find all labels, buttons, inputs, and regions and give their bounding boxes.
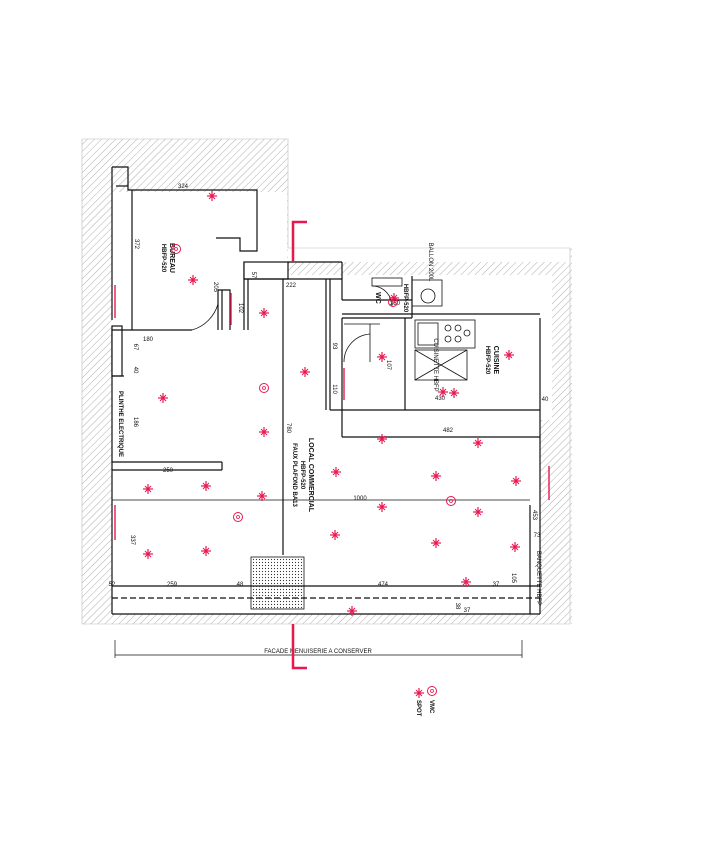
- dimensions: 324 372 102 57 222 205 67 180 40 186 93 …: [109, 184, 549, 614]
- svg-text:52: 52: [109, 582, 116, 588]
- spot-icon: [329, 529, 341, 541]
- svg-text:57: 57: [250, 272, 256, 279]
- svg-text:1000: 1000: [353, 496, 367, 502]
- spot-icon: [510, 475, 522, 487]
- spot-icon: [376, 501, 388, 513]
- svg-text:430: 430: [435, 396, 446, 402]
- party-walls: [81, 138, 572, 625]
- spot-icon: [142, 483, 154, 495]
- spot-icon: [509, 541, 521, 553]
- svg-text:259: 259: [167, 582, 178, 588]
- svg-text:230: 230: [390, 301, 401, 307]
- svg-text:73: 73: [534, 533, 541, 539]
- spot-icon: [258, 426, 270, 438]
- room-bureau-finish: HBFP-520: [160, 244, 166, 273]
- vmc-legend-icon: [427, 686, 437, 696]
- svg-text:102: 102: [237, 303, 243, 314]
- svg-text:107: 107: [385, 360, 391, 371]
- plinthe-label: PLINTHE ELECTRIQUE: [117, 391, 123, 457]
- spot-icon: [206, 190, 218, 202]
- svg-text:205: 205: [212, 282, 218, 293]
- room-wc-finish: HBFP-520: [402, 284, 408, 313]
- legend: VMC SPOT: [413, 686, 437, 717]
- facade-label: FACADE MENUISERIE A CONSERVER: [264, 649, 372, 655]
- spot-icon: [430, 470, 442, 482]
- spot-icon: [503, 349, 515, 361]
- ballon-label: BALLON 200L: [427, 243, 433, 282]
- svg-text:186: 186: [132, 417, 138, 428]
- spot-icon: [142, 548, 154, 560]
- spot-lights: [142, 190, 522, 617]
- spot-icon: [330, 466, 342, 478]
- room-local: LOCAL COMMERCIAL: [307, 438, 314, 513]
- spot-icon: [200, 480, 212, 492]
- svg-text:40: 40: [132, 367, 138, 374]
- spot-icon: [200, 545, 212, 557]
- svg-text:337: 337: [129, 535, 135, 546]
- section-cut: [291, 220, 307, 670]
- svg-text:453: 453: [531, 510, 537, 521]
- legend-vmc: VMC: [428, 700, 434, 714]
- room-bureau: BUREAU: [168, 243, 175, 273]
- spot-icon: [187, 274, 199, 286]
- svg-text:372: 372: [133, 239, 139, 250]
- svg-text:37: 37: [493, 582, 500, 588]
- room-cuisine-finish: HBFP-520: [484, 346, 490, 375]
- radiators: [114, 285, 550, 540]
- spot-icon: [448, 387, 460, 399]
- svg-text:67: 67: [132, 344, 138, 351]
- svg-text:110: 110: [331, 384, 337, 394]
- spot-icon: [299, 366, 311, 378]
- svg-text:180: 180: [143, 337, 154, 343]
- spot-icon: [472, 437, 484, 449]
- svg-text:38: 38: [454, 603, 460, 610]
- doors: [191, 277, 403, 363]
- svg-text:93: 93: [331, 343, 337, 350]
- svg-text:474: 474: [378, 582, 389, 588]
- spot-icon: [258, 307, 270, 319]
- svg-text:40: 40: [542, 397, 549, 403]
- legend-spot: SPOT: [415, 700, 421, 717]
- room-wc: WC: [374, 292, 381, 304]
- svg-text:48: 48: [237, 582, 244, 588]
- banquette-label: BANQUETTE HBFP: [535, 551, 541, 605]
- spot-icon: [472, 506, 484, 518]
- svg-text:222: 222: [286, 283, 297, 289]
- room-cuisine: CUISINE: [492, 346, 499, 375]
- svg-text:324: 324: [178, 184, 189, 190]
- kitchen-sink: [411, 279, 476, 381]
- walls: [111, 166, 541, 615]
- vmc-icon: [233, 512, 243, 522]
- spot-legend-icon: [413, 687, 425, 699]
- svg-text:250: 250: [163, 468, 174, 474]
- room-local-finish: HBFP-520: [299, 461, 305, 490]
- spot-icon: [157, 392, 169, 404]
- spot-icon: [376, 433, 388, 445]
- stair-block: [250, 556, 305, 610]
- vmc-icon: [446, 496, 456, 506]
- cuisinette-label: CUISINETTE HBFP: [432, 338, 438, 391]
- svg-text:482: 482: [443, 428, 454, 434]
- vmc-icon: [259, 383, 269, 393]
- svg-text:780: 780: [285, 423, 291, 434]
- facade-dimension: [114, 640, 523, 658]
- spot-icon: [256, 490, 268, 502]
- svg-text:37: 37: [464, 608, 471, 614]
- room-local-ceiling: FAUX PLAFOND BA13: [291, 443, 297, 507]
- spot-icon: [430, 537, 442, 549]
- svg-text:105: 105: [510, 573, 516, 584]
